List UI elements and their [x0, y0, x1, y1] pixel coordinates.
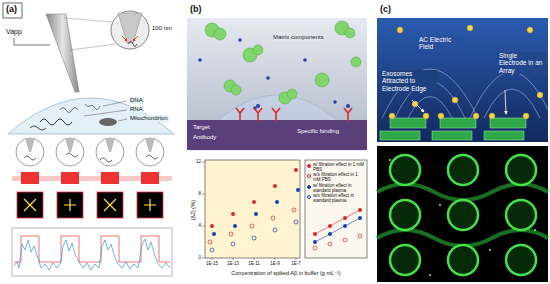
tick-label: 1E-7	[291, 261, 301, 266]
legend-row: w/ filtration effect in 1 mM PBS	[307, 163, 366, 173]
callout-label: AC Electric Field	[418, 36, 464, 51]
tick-label: 0	[198, 255, 201, 260]
tick-label: 12	[196, 159, 201, 164]
panel-letter: (b)	[190, 4, 202, 14]
tick-label: 1E-11	[248, 261, 260, 266]
dimension-label: 100 nm	[152, 25, 172, 32]
axis-title: Concentration of spiked Aβ in buffer (g …	[231, 270, 340, 276]
part-label: RNA	[129, 106, 144, 113]
legend-row: w/o filtration effect in 1 mM PBS	[307, 173, 366, 183]
legend-marker	[307, 185, 311, 189]
tick-label: 1E-13	[227, 261, 239, 266]
panel-letter: (c)	[380, 4, 391, 14]
legend-text: w/o filtration effect in 1 mM PBS	[313, 173, 366, 183]
part-label: DNA	[129, 97, 144, 104]
legend-text: w/ filtration effect in standard plasma	[313, 184, 366, 194]
legend-row: w/ filtration effect in standard plasma	[307, 184, 366, 194]
part-label: Specific binding	[296, 128, 340, 135]
part-label: Mitochondrion	[129, 115, 169, 122]
legend-marker	[307, 164, 311, 168]
legend-marker	[307, 174, 311, 178]
callout-label: Single Electrode in an Array	[498, 52, 546, 74]
part-label: Target	[192, 124, 211, 131]
legend-marker	[307, 195, 311, 199]
voltage-label: Vapp	[6, 28, 22, 36]
legend-row: w/o filtration effect in standard plasma	[307, 194, 366, 204]
part-label: Matrix components	[272, 34, 325, 41]
panel-letter: (a)	[6, 4, 17, 14]
part-label: Antibody	[192, 134, 217, 141]
tick-label: 4	[198, 223, 201, 228]
tick-label: 8	[198, 191, 201, 196]
legend-text: w/o filtration effect in standard plasma	[313, 194, 366, 204]
axis-title: |ΔZ| (%)	[190, 200, 196, 220]
tick-label: 1E-15	[206, 261, 218, 266]
callout-label: Exosomes Attracted to Electrode Edge	[381, 70, 437, 92]
legend-text: w/ filtration effect in 1 mM PBS	[313, 163, 366, 173]
tick-label: 1E-9	[270, 261, 280, 266]
